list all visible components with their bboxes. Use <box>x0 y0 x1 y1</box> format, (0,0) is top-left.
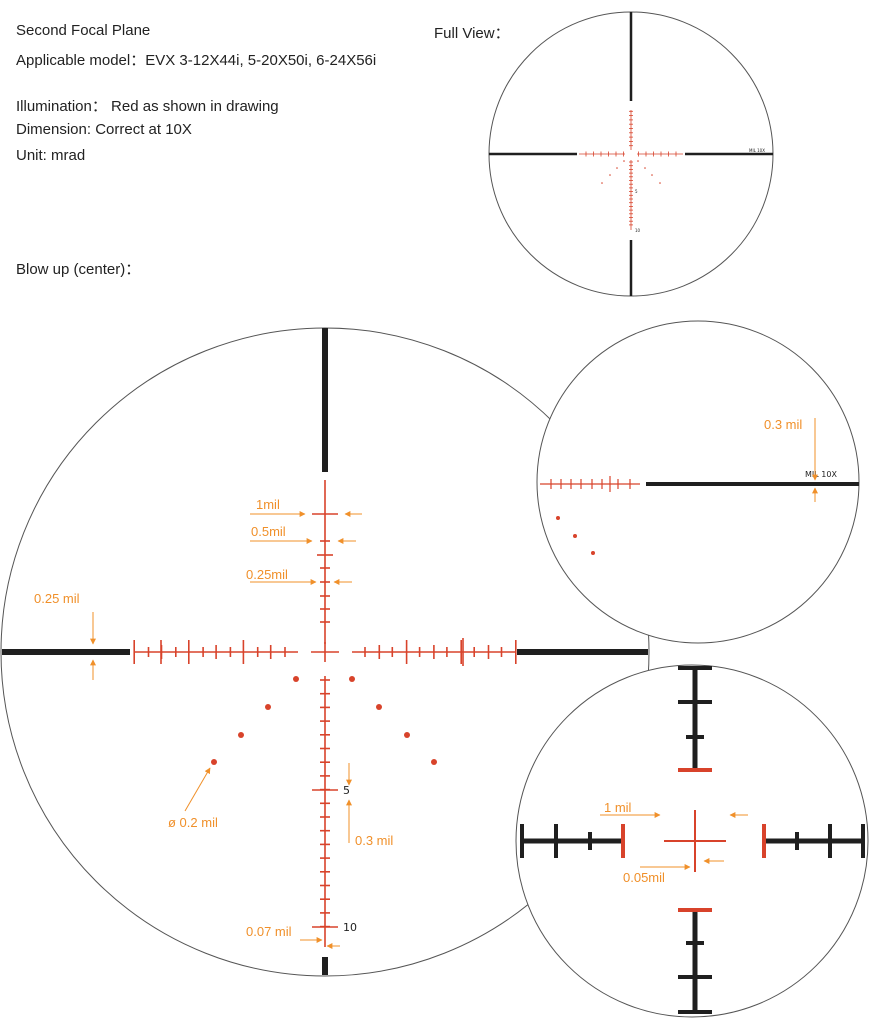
focal-plane-title: Second Focal Plane <box>16 22 151 39</box>
mark-ten: 10 <box>343 921 357 934</box>
full-holdover-dot <box>644 167 646 169</box>
mark-five: 5 <box>343 784 350 797</box>
holdover-dot <box>349 676 355 682</box>
zoom-edge-lines <box>540 476 640 492</box>
full-holdover-dot <box>623 160 625 162</box>
zoom-dot <box>573 534 577 538</box>
illuminated-lines <box>133 480 517 947</box>
holdover-dot <box>265 704 271 710</box>
full-holdover-dot <box>659 182 661 184</box>
zoom-center-lines <box>520 666 865 1014</box>
illumination-note: Illumination： Red as shown in drawing <box>16 98 279 115</box>
annotation-post-quarter-mil: 0.25 mil <box>34 591 80 606</box>
annotation-dot-diameter: ø 0.2 mil <box>168 815 218 830</box>
applicable-model: Applicable model：EVX 3-12X44i, 5-20X50i,… <box>16 52 377 69</box>
zoom-dot <box>556 516 560 520</box>
holdover-dot <box>404 732 410 738</box>
zoom-dot <box>591 551 595 555</box>
annotation-line-width: 0.07 mil <box>246 924 292 939</box>
annotation-one-mil: 1mil <box>256 497 280 512</box>
annotation-half-mil: 0.5mil <box>251 524 286 539</box>
full-mil-10x: MIL 10X <box>749 148 765 153</box>
full-holdover-dot <box>601 182 603 184</box>
zoom-mil-10x: MIL 10X <box>805 470 837 479</box>
full-mark-ten: 10 <box>635 228 641 233</box>
dimension-note: Dimension: Correct at 10X <box>16 121 192 138</box>
annotation-tick-spacing: 0.3 mil <box>355 833 393 848</box>
holdover-dot <box>431 759 437 765</box>
full-view-label: Full View： <box>434 25 510 42</box>
holdover-dot <box>238 732 244 738</box>
annotation-post-thickness: 0.3 mil <box>764 417 802 432</box>
full-holdover-dots <box>601 160 661 184</box>
blow-up-label: Blow up (center)： <box>16 261 141 278</box>
blow-up-reticle: 5 10 <box>0 327 650 977</box>
annotation-zoom-line: 0.05mil <box>623 870 665 885</box>
zoom-center-view: 1 mil 0.05mil <box>515 664 869 1018</box>
blow-up-annotations: 1mil 0.5mil 0.25mil 0.25 mil ø 0.2 mil 0… <box>34 497 393 949</box>
holdover-dot <box>293 676 299 682</box>
full-mark-five: 5 <box>635 189 638 194</box>
full-holdover-dot <box>651 174 653 176</box>
unit-note: Unit: mrad <box>16 147 86 164</box>
holdover-dot <box>211 759 217 765</box>
holdover-dot <box>376 704 382 710</box>
full-holdover-dot <box>616 167 618 169</box>
holdover-dots <box>211 676 437 765</box>
annotation-zoom-one-mil: 1 mil <box>604 800 632 815</box>
zoom-edge-view: MIL 10X 0.3 mil <box>536 320 860 644</box>
full-holdover-dot <box>637 160 639 162</box>
full-view-reticle: MIL 10X 5 10 <box>488 11 774 297</box>
full-illuminated-lines <box>579 110 683 230</box>
annotation-quarter-mil: 0.25mil <box>246 567 288 582</box>
full-holdover-dot <box>609 174 611 176</box>
